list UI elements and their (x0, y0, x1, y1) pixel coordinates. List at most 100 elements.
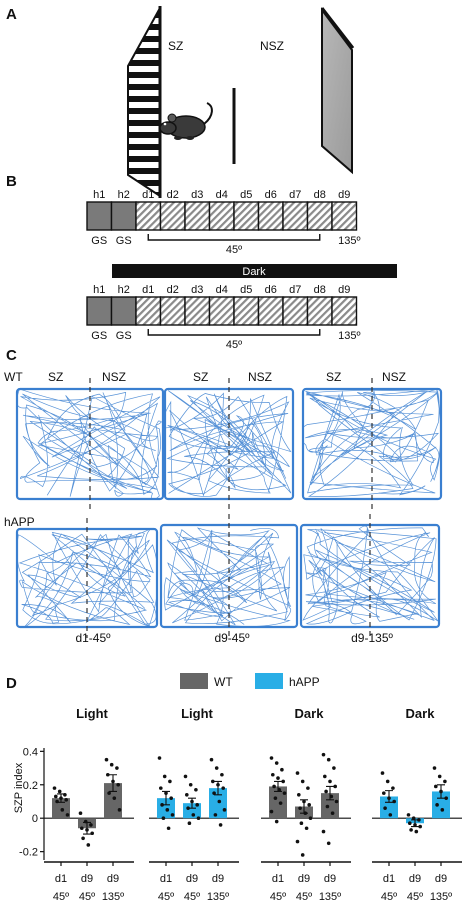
x-tick-label-day: d9 (81, 873, 93, 885)
gs-label-h1: GS (91, 330, 107, 342)
data-point (435, 803, 439, 807)
x-tick-label-angle: 135º (102, 891, 124, 903)
protocol-box-d8 (306, 201, 333, 231)
data-point (161, 816, 166, 821)
protocol-box-d7 (282, 296, 309, 326)
x-tick-label-angle: 45º (53, 891, 69, 903)
trajectory-arena (299, 514, 441, 638)
data-point (168, 779, 172, 784)
data-point (195, 803, 199, 807)
data-point (413, 823, 417, 827)
data-point (329, 794, 334, 799)
x-tick-label-angle: 135º (430, 891, 452, 903)
data-point (298, 806, 302, 810)
panel-a: A SZ NSZ (6, 6, 355, 198)
bar-d9-135º (321, 793, 339, 819)
data-point (306, 786, 310, 790)
protocol-label-d9: d9 (338, 284, 350, 296)
protocol-label-d5: d5 (240, 284, 252, 296)
y-tick-label: 0 (32, 813, 38, 825)
data-point (109, 762, 114, 767)
striped-screen (127, 7, 161, 198)
legend-swatch-happ (255, 673, 283, 689)
x-tick-label-angle: 45º (296, 891, 312, 903)
data-point (60, 808, 65, 812)
data-point (78, 811, 83, 815)
data-point (64, 798, 68, 802)
x-tick-label-angle: 45º (381, 891, 397, 903)
data-point (116, 782, 120, 787)
col-label-d9-45: d9-45º (214, 631, 250, 645)
col1-sz-header: SZ (48, 370, 63, 384)
legend: WT hAPP (180, 673, 320, 689)
data-point (271, 772, 275, 777)
data-point (417, 818, 421, 822)
data-point (194, 787, 198, 792)
data-point (333, 784, 338, 789)
protocol-box-d6 (257, 201, 284, 231)
x-tick-label-day: d9 (186, 873, 198, 885)
data-point (162, 774, 167, 779)
protocol-label-d4: d4 (216, 284, 228, 296)
data-point (85, 828, 89, 832)
data-point (57, 789, 62, 794)
data-point (55, 799, 59, 804)
dark-bar (112, 264, 397, 278)
protocol-box-d7 (282, 201, 309, 231)
data-point (308, 816, 313, 821)
trajectory-arenas (15, 378, 443, 638)
data-point (437, 774, 442, 779)
data-point (434, 784, 438, 789)
data-point (65, 813, 70, 817)
protocol-label-h1: h1 (93, 189, 105, 201)
protocol-label-h1: h1 (93, 284, 105, 296)
gs-label-h2: GS (116, 235, 132, 247)
data-point (411, 816, 416, 821)
data-point (387, 796, 391, 800)
data-point (52, 786, 57, 790)
angle-45-label: 45º (226, 339, 242, 351)
dark-bar-label: Dark (242, 266, 266, 278)
col2-nsz-header: NSZ (248, 370, 272, 384)
y-tick-label: 0.2 (23, 780, 38, 792)
szp-bar-charts: -0.200.20.4Lightd145ºd945ºd9135ºLightd14… (19, 706, 462, 903)
x-tick-label-day: d9 (435, 873, 447, 885)
x-tick-label-angle: 45º (184, 891, 200, 903)
data-point (392, 799, 397, 804)
protocol-box-d2 (159, 296, 186, 326)
trajectory-arena (15, 518, 159, 638)
data-point (213, 813, 218, 817)
data-point (86, 843, 91, 847)
data-point (408, 821, 412, 826)
data-point (300, 779, 305, 784)
protocol-label-d6: d6 (265, 284, 277, 296)
gs-label-h2: GS (116, 330, 132, 342)
data-point (277, 787, 282, 792)
x-tick-label-day: d9 (324, 873, 336, 885)
data-point (63, 793, 67, 797)
data-point (297, 793, 301, 797)
row-label-wt: WT (4, 370, 23, 384)
data-point (107, 791, 111, 795)
data-point (300, 853, 305, 857)
x-tick-label-day: d9 (107, 873, 119, 885)
x-tick-label-day: d1 (55, 873, 67, 885)
angle-45-label: 45º (226, 244, 242, 256)
data-point (321, 829, 326, 834)
data-point (196, 816, 201, 821)
data-point (409, 828, 413, 832)
data-point (280, 767, 284, 772)
protocol-label-d1: d1 (142, 189, 154, 201)
trajectory-arena (159, 514, 299, 638)
data-point (272, 784, 276, 789)
col1-nsz-header: NSZ (102, 370, 126, 384)
nsz-label: NSZ (260, 39, 284, 53)
protocol-box-h2 (110, 201, 137, 231)
data-point (83, 819, 88, 824)
bracket-45 (147, 234, 321, 241)
protocol-box-d3 (184, 201, 211, 231)
data-point (165, 808, 170, 812)
data-point (276, 776, 280, 780)
